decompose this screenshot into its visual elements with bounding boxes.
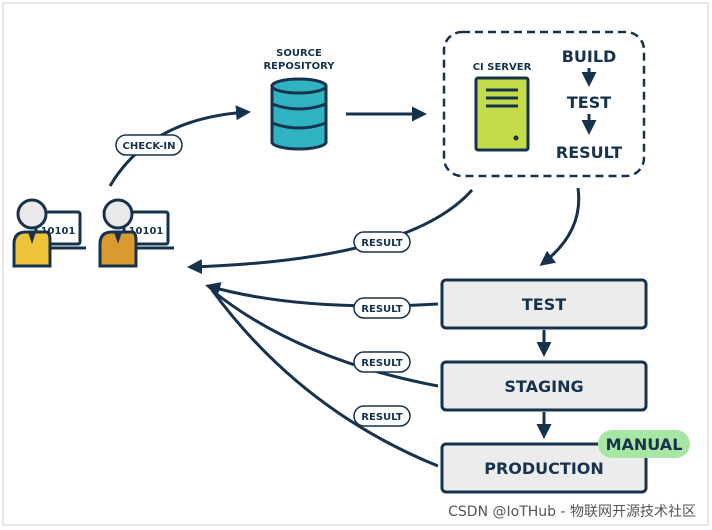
repository-label-line2: REPOSITORY: [263, 61, 335, 72]
production-result-label: RESULT: [361, 412, 403, 423]
stage-staging-label: STAGING: [504, 377, 583, 396]
laptop-screen-text: 10101: [129, 226, 164, 237]
laptop-screen-text: 10101: [41, 226, 76, 237]
staging-result-label: RESULT: [361, 358, 403, 369]
watermark-text: CSDN @IoTHub - 物联网开源技术社区: [448, 504, 696, 520]
ci-step-test: TEST: [567, 93, 611, 112]
test-result-pill: RESULT: [353, 297, 411, 319]
developer-2: 10101: [98, 198, 174, 268]
person-head: [16, 198, 48, 230]
person-body: [12, 230, 52, 268]
stage-production: PRODUCTION: [440, 442, 648, 494]
ci-to-test-arrow: [539, 187, 581, 266]
checkin-label: CHECK-IN: [123, 141, 176, 152]
ci-result-label: RESULT: [361, 238, 403, 249]
checkin-pill: CHECK-IN: [115, 134, 183, 156]
checkin-arrow: [108, 105, 251, 187]
database-icon: [270, 77, 328, 151]
ci-server-label: CI SERVER: [473, 62, 532, 73]
stage-production-label: PRODUCTION: [484, 459, 604, 478]
person-body: [98, 230, 138, 268]
manual-label: MANUAL: [606, 435, 683, 454]
test-result-label: RESULT: [361, 304, 403, 315]
developer-1: 10101: [12, 198, 86, 268]
staging-result-pill: RESULT: [353, 351, 411, 373]
repository-label-line1: SOURCE: [276, 48, 322, 59]
manual-badge: MANUAL: [598, 430, 690, 458]
ci-step-build: BUILD: [562, 47, 617, 66]
ci-step-result: RESULT: [556, 143, 622, 162]
stage-test-label: TEST: [522, 295, 566, 314]
production-result-pill: RESULT: [353, 405, 411, 427]
ci-result-pill: RESULT: [353, 231, 411, 253]
person-head: [102, 198, 134, 230]
stage-staging: STAGING: [440, 360, 648, 412]
stage-test: TEST: [440, 278, 648, 330]
production-result-arrow: [210, 289, 439, 468]
staging-result-arrow: [213, 290, 439, 388]
server-icon: [474, 76, 530, 152]
